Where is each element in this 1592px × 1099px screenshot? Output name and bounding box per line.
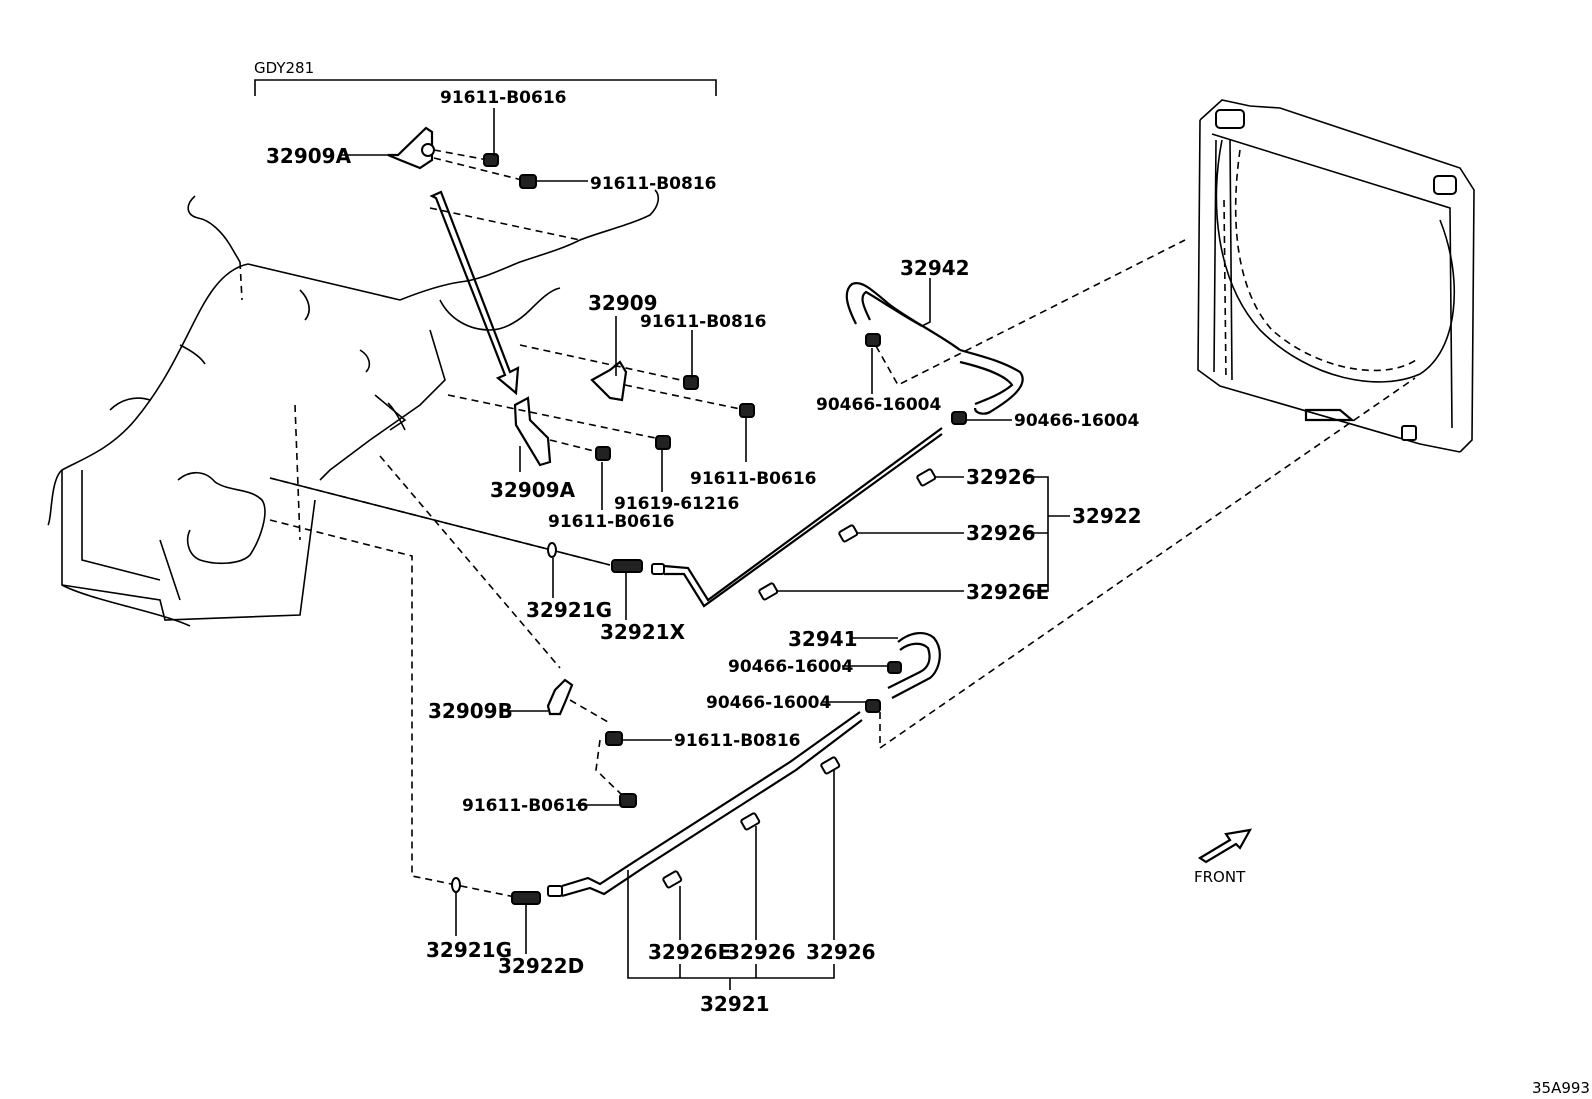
label-32941: 32941 [788,627,858,651]
transmission-outline [47,189,660,627]
label-32922D: 32922D [498,954,584,978]
front-arrow-icon [1197,828,1253,864]
label-32921: 32921 [700,992,770,1016]
bracket-32909A-top [387,126,537,189]
label-32921G-1: 32921G [526,598,612,622]
label-32921X: 32921X [600,620,686,644]
group-label: GDY281 [254,59,314,77]
label-32909A-mid: 32909A [490,478,576,502]
hose-32942 [845,239,1186,425]
front-label: FRONT [1194,868,1246,886]
label-32909: 32909 [588,291,658,315]
label-32926E-1: 32926E [966,580,1049,604]
label-32926-1: 32926 [966,465,1036,489]
diagram-code: 35A993 [1532,1079,1590,1097]
label-32909B: 32909B [428,699,513,723]
radiator-shroud [1197,99,1475,453]
label-90466-16004-d: 90466-16004 [706,693,832,713]
label-32921G-2: 32921G [426,938,512,962]
label-91611-B0816-low: 91611-B0816 [674,731,800,751]
leader-lines [340,108,1070,990]
gdy281-bracket [254,79,717,96]
label-32942: 32942 [900,256,970,280]
upper-cooler-tube [269,427,943,608]
label-90466-16004-a: 90466-16004 [816,395,942,415]
label-91619-61216: 91619-61216 [614,494,739,514]
label-32926-3: 32926 [726,940,796,964]
bracket-32909B [546,678,637,808]
hose-32941 [865,377,1416,750]
label-32909A-top: 32909A [266,144,352,168]
label-90466-16004-c: 90466-16004 [728,657,854,677]
label-91611-B0616-low: 91611-B0616 [462,796,588,816]
label-32926-4: 32926 [806,940,876,964]
label-91611-B0616-top: 91611-B0616 [440,88,566,108]
upper-sleeves [758,468,937,601]
label-32926E-2: 32926E [648,940,731,964]
label-91611-B0816-top: 91611-B0816 [590,174,716,194]
bracket-32909A-mid [447,394,671,467]
label-32922: 32922 [1072,504,1142,528]
labels: GDY281 91611-B0616 32909A 91611-B0816 32… [254,59,1590,1097]
label-91611-B0616-mid: 91611-B0616 [548,512,674,532]
label-91611-B0616-right: 91611-B0616 [690,469,816,489]
pointer-arrow [429,190,520,396]
label-32926-2: 32926 [966,521,1036,545]
label-91611-B0816-mid: 91611-B0816 [640,312,766,332]
bracket-32909 [519,344,755,418]
label-90466-16004-b: 90466-16004 [1014,411,1140,431]
